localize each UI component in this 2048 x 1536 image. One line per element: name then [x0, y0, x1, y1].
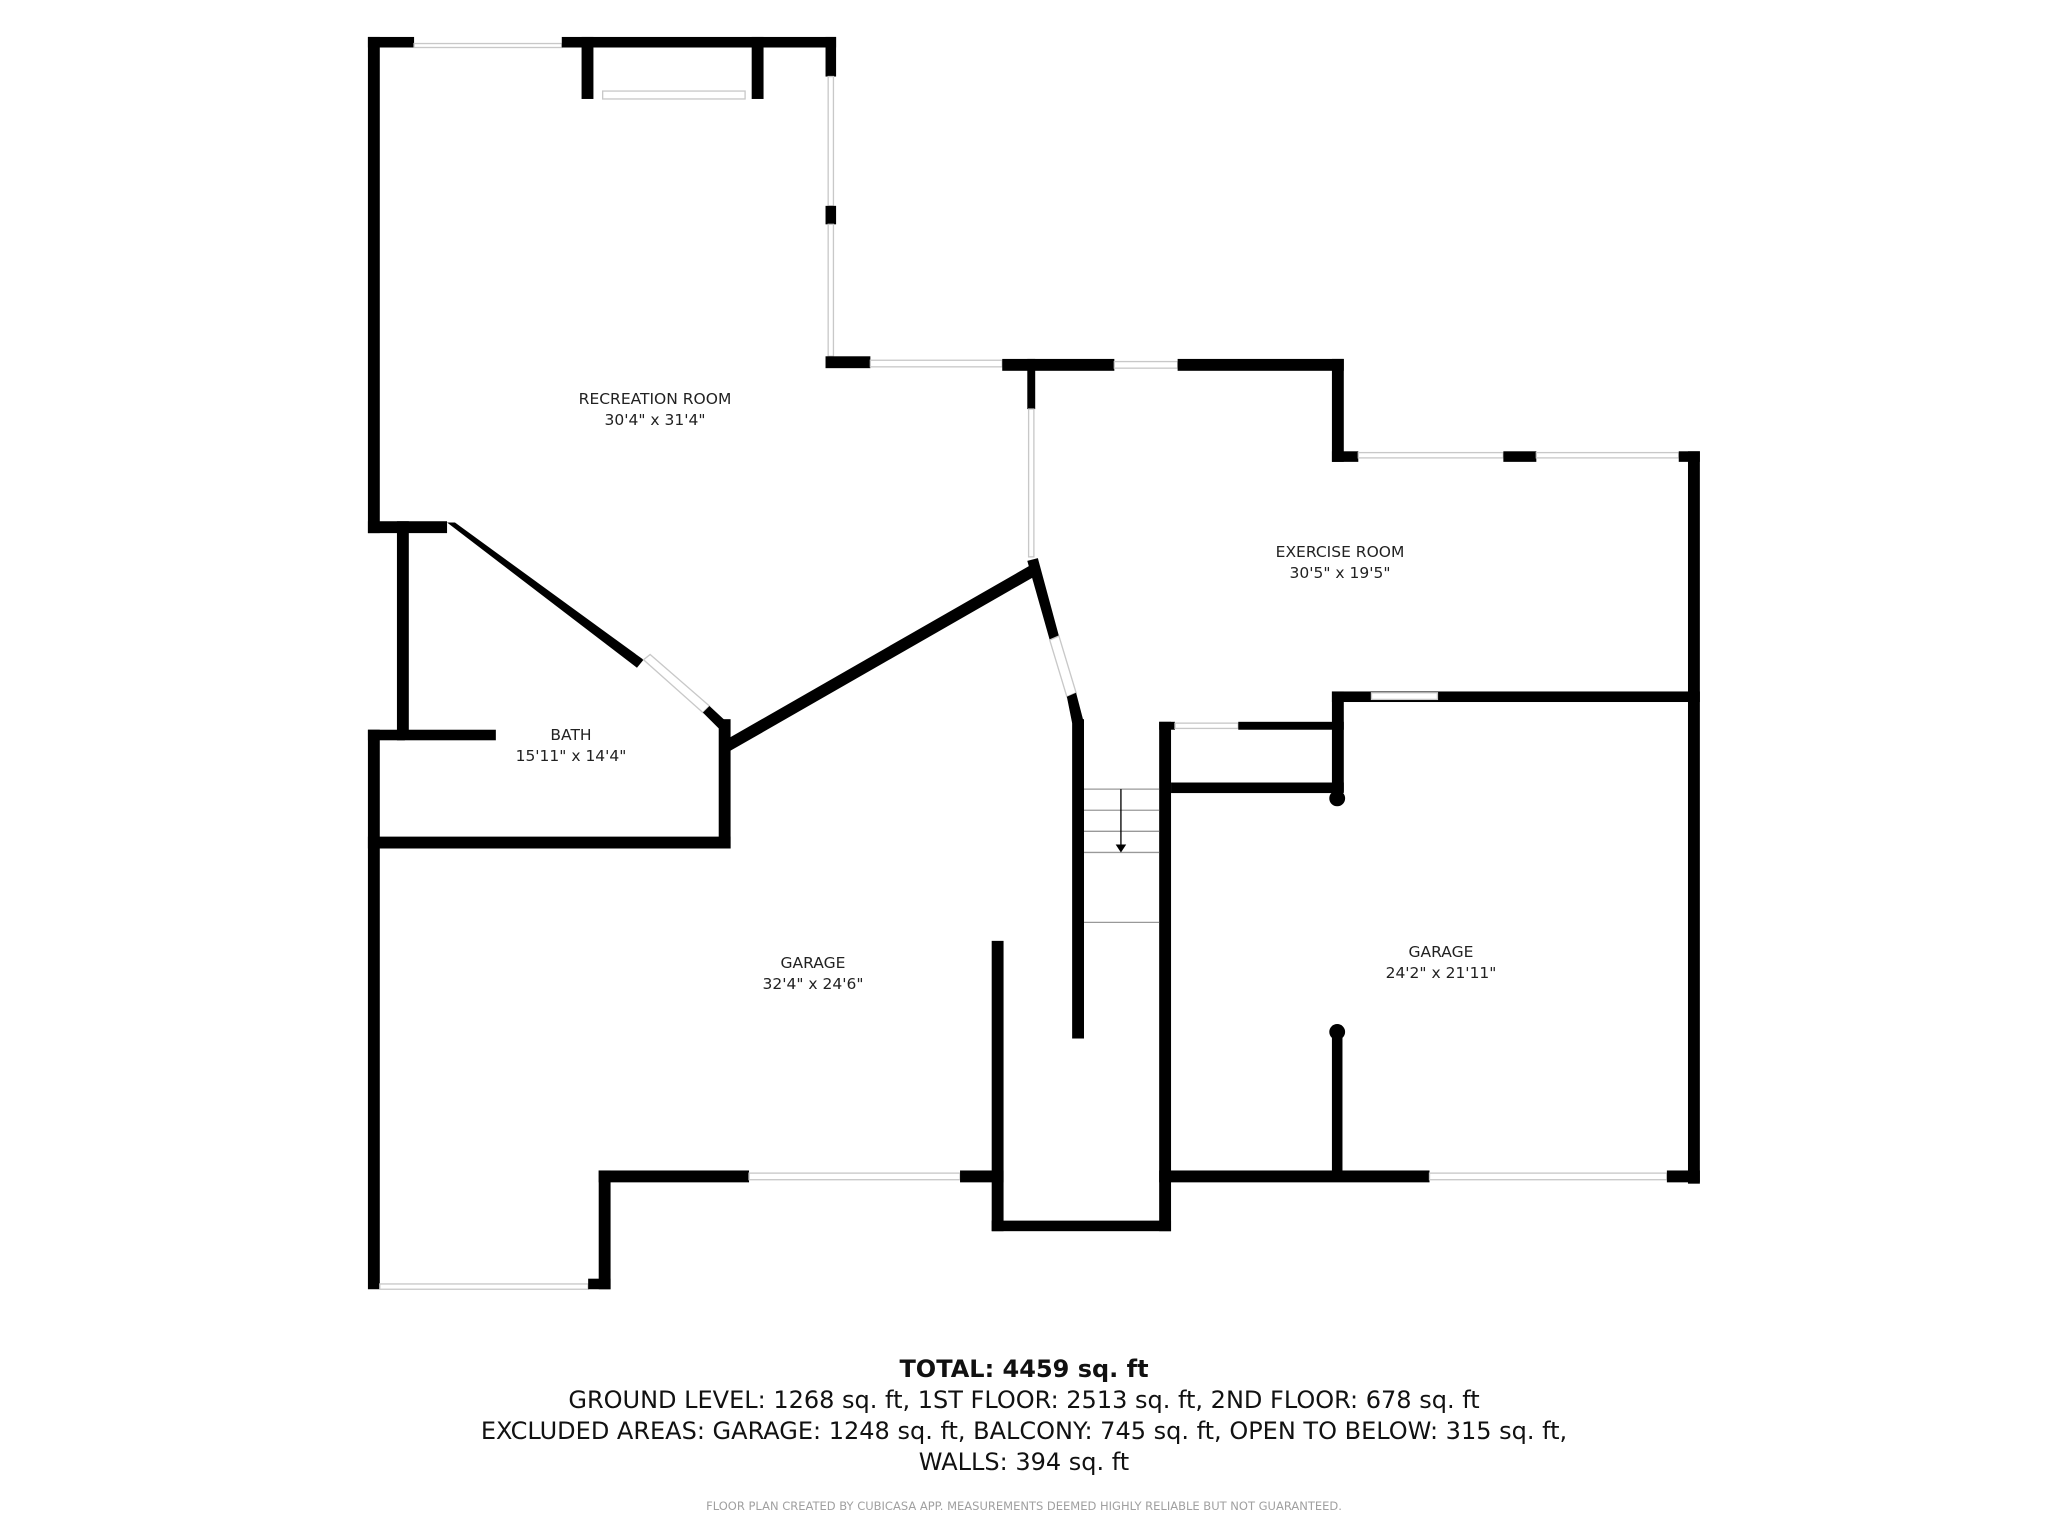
- room-label-recreation: RECREATION ROOM 30'4" x 31'4": [579, 389, 732, 431]
- bath-walls: [367, 521, 1037, 1290]
- recreation-room-walls: [367, 36, 1344, 558]
- garage-right-walls: [1159, 790, 1700, 1183]
- room-name: GARAGE: [780, 954, 846, 972]
- room-label-garage-left: GARAGE 32'4" x 24'6": [763, 953, 864, 995]
- total-area: TOTAL: 4459 sq. ft: [899, 1355, 1149, 1383]
- area-summary: TOTAL: 4459 sq. ft GROUND LEVEL: 1268 sq…: [0, 1354, 2048, 1478]
- room-dims: 24'2" x 21'11": [1385, 964, 1497, 982]
- room-dims: 15'11" x 14'4": [515, 747, 627, 765]
- room-dims: 30'4" x 31'4": [604, 411, 706, 429]
- disclaimer: FLOOR PLAN CREATED BY CUBICASA APP. MEAS…: [706, 1499, 1342, 1513]
- exercise-room-walls: [1331, 358, 1700, 1184]
- room-name: GARAGE: [1408, 943, 1474, 961]
- room-name: RECREATION ROOM: [578, 390, 732, 408]
- room-dims: 30'5" x 19'5": [1289, 564, 1391, 582]
- excluded-areas: EXCLUDED AREAS: GARAGE: 1248 sq. ft, BAL…: [480, 1417, 1568, 1445]
- garage-left-walls: [379, 1170, 1004, 1290]
- room-label-garage-right: GARAGE 24'2" x 21'11": [1386, 942, 1497, 984]
- hall-walls: [991, 558, 1344, 1232]
- level-areas: GROUND LEVEL: 1268 sq. ft, 1ST FLOOR: 25…: [568, 1386, 1480, 1414]
- room-name: BATH: [550, 726, 592, 744]
- walls-area: WALLS: 394 sq. ft: [918, 1448, 1130, 1476]
- room-dims: 32'4" x 24'6": [762, 975, 864, 993]
- room-label-bath: BATH 15'11" x 14'4": [516, 725, 627, 767]
- room-label-exercise: EXERCISE ROOM 30'5" x 19'5": [1276, 542, 1405, 584]
- room-name: EXERCISE ROOM: [1275, 543, 1405, 561]
